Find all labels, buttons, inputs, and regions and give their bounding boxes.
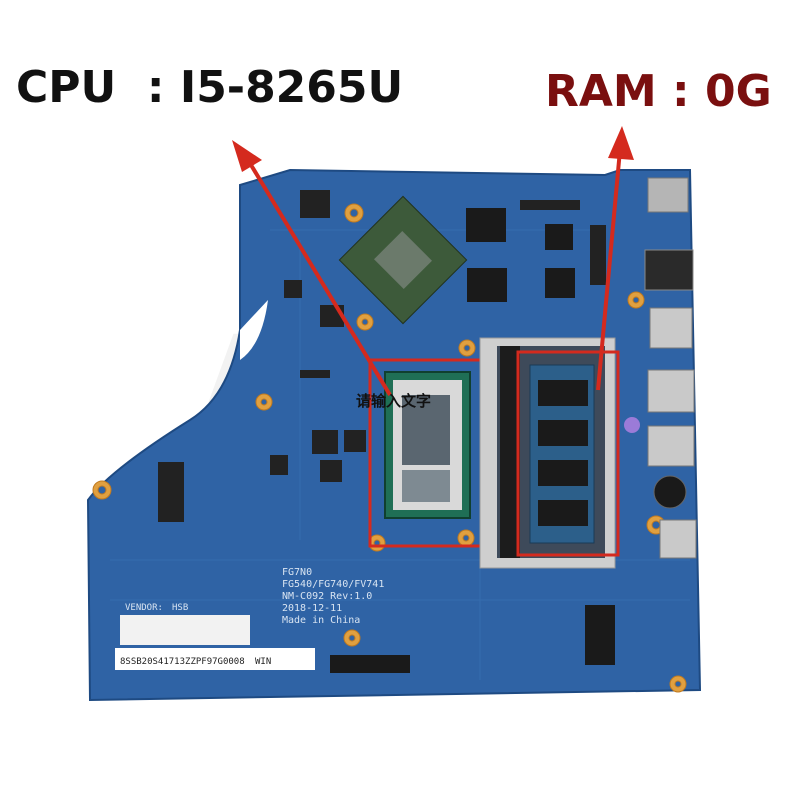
overlay-placeholder-text: 请输入文字 — [356, 392, 432, 410]
arrow-ram-head — [608, 126, 634, 160]
cpu-chip — [384, 371, 471, 519]
ribbon-connector — [330, 655, 410, 673]
silk-model-code: FG7N0 — [282, 567, 312, 578]
silk-vendor: VENDOR: — [125, 603, 163, 613]
gpu-chip — [338, 195, 468, 325]
silk-board-rev: NM-C092 Rev:1.0 — [282, 591, 372, 602]
silk-date: 2018-12-11 — [282, 603, 342, 614]
silk-vendor-name: HSB — [172, 603, 188, 613]
silk-made-in: Made in China — [282, 615, 360, 626]
sticker-suffix: WIN — [255, 657, 271, 667]
ram-highlight-box — [516, 350, 620, 557]
arrow-cpu-head — [232, 140, 262, 172]
serial-sticker — [115, 648, 315, 670]
cpu-label: CPU : I5-8265U — [16, 62, 404, 113]
label-sticker-top — [120, 615, 250, 645]
smd-components — [158, 190, 606, 522]
arrow-cpu — [246, 158, 392, 397]
io-ports — [624, 177, 697, 559]
arrow-ram — [596, 149, 622, 391]
ram-slot — [479, 337, 616, 569]
arrows — [232, 126, 634, 397]
silk-model-family: FG540/FG740/FV741 — [282, 579, 384, 590]
vram-chips — [466, 208, 575, 302]
sticker-serial: 8SSB20S41713ZZPF97G0008 — [120, 657, 245, 667]
mount-holes — [92, 203, 687, 693]
m2-slot — [585, 605, 615, 665]
ram-label: RAM : 0G — [545, 66, 772, 117]
